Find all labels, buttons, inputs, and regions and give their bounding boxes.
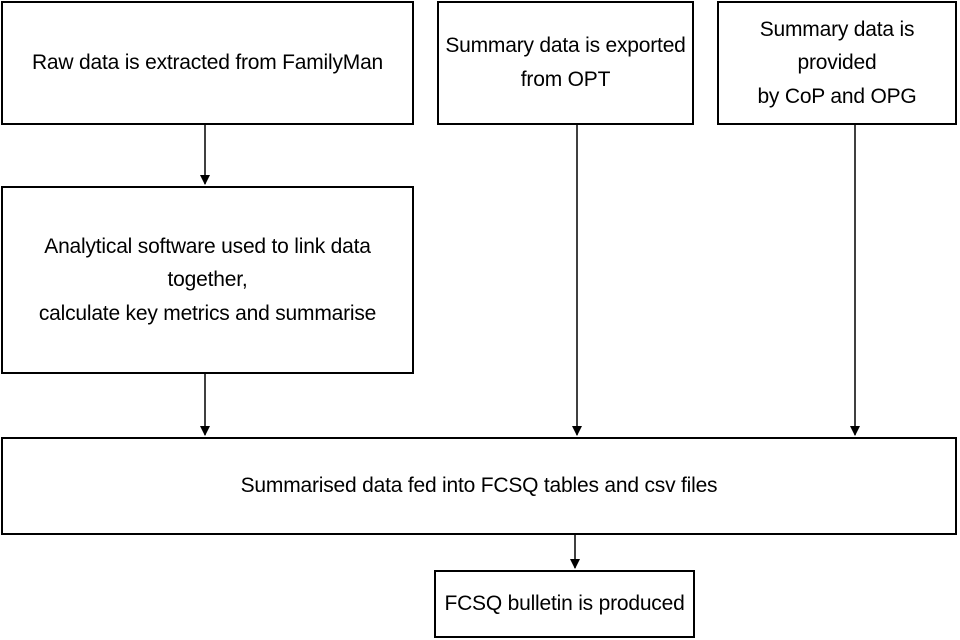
node-bulletin-line-1: FCSQ bulletin is produced bbox=[444, 592, 685, 616]
node-raw-data-extracted: Raw data is extracted from FamilyMan bbox=[1, 1, 414, 125]
node-opt-line-1: Summary data is exported bbox=[445, 34, 686, 58]
node-summarised-line-1: Summarised data fed into FCSQ tables and… bbox=[240, 474, 718, 498]
node-summary-exported-opt: Summary data is exported from OPT bbox=[437, 1, 694, 125]
node-opt-line-2: from OPT bbox=[520, 68, 611, 91]
node-cop-line-1: Summary data is provided bbox=[759, 17, 915, 75]
node-summary-exported-opt-text: Summary data is exported from OPT bbox=[445, 29, 686, 96]
node-summarised-data-fcsq-text: Summarised data fed into FCSQ tables and… bbox=[241, 469, 718, 503]
node-raw-data-extracted-text: Raw data is extracted from FamilyMan bbox=[32, 46, 383, 80]
node-raw-line-1: Raw data is extracted from FamilyMan bbox=[31, 51, 384, 75]
node-summarised-data-fcsq: Summarised data fed into FCSQ tables and… bbox=[1, 437, 957, 535]
node-fcsq-bulletin-text: FCSQ bulletin is produced bbox=[444, 587, 684, 621]
node-analytical-line-2: calculate key metrics and summarise bbox=[38, 301, 377, 325]
node-analytical-line-1: Analytical software used to link data to… bbox=[44, 234, 371, 292]
node-summary-provided-cop-opg-text: Summary data is provided by CoP and OPG bbox=[725, 13, 949, 114]
node-cop-line-2: by CoP and OPG bbox=[757, 84, 917, 108]
node-analytical-software: Analytical software used to link data to… bbox=[1, 186, 414, 374]
node-analytical-software-text: Analytical software used to link data to… bbox=[9, 230, 406, 331]
node-summary-provided-cop-opg: Summary data is provided by CoP and OPG bbox=[717, 1, 957, 125]
node-fcsq-bulletin: FCSQ bulletin is produced bbox=[434, 570, 695, 638]
